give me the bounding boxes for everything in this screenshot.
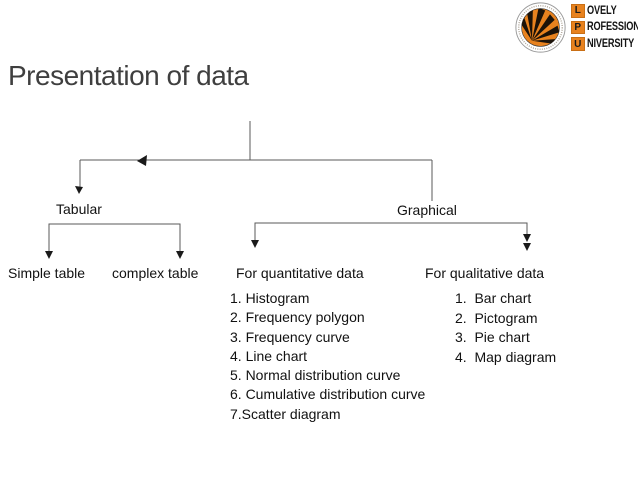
word-university: NIVERSITY — [586, 38, 634, 51]
list-item: 3. Pie chart — [455, 329, 530, 346]
list-item: 5. Normal distribution curve — [230, 367, 401, 384]
node-qualitative-data: For qualitative data — [425, 265, 545, 281]
arrowhead-qualitative-2 — [523, 243, 531, 251]
arrowhead-simple-table — [45, 251, 53, 259]
node-tabular: Tabular — [56, 201, 102, 217]
university-logo: L OVELY P ROFESSIONAL U NIVERSITY — [514, 1, 638, 55]
qualitative-list: 1. Bar chart 2. Pictogram 3. Pie chart 4… — [455, 289, 556, 367]
list-item: 1. Histogram — [230, 290, 310, 306]
university-emblem-icon — [515, 2, 566, 53]
page-title: Presentation of data — [8, 60, 249, 91]
list-item: 4. Line chart — [230, 347, 308, 364]
list-item: 6. Cumulative distribution curve — [230, 386, 426, 403]
arrowhead-complex-table — [176, 251, 184, 259]
list-item: 4. Map diagram — [455, 348, 557, 365]
university-wordmark: L OVELY P ROFESSIONAL U NIVERSITY — [571, 4, 638, 54]
node-graphical: Graphical — [397, 202, 457, 218]
letter-box-u: U — [571, 37, 585, 51]
arrowhead-tabular — [75, 186, 83, 194]
node-quantitative-data: For quantitative data — [236, 265, 364, 281]
list-item: 7.Scatter diagram — [230, 405, 341, 422]
wordmark-row-lovely: L OVELY — [571, 4, 638, 18]
list-item: 1. Bar chart — [455, 290, 532, 306]
word-lovely: OVELY — [586, 4, 617, 17]
letter-box-l: L — [571, 4, 585, 18]
node-complex-table: complex table — [112, 265, 199, 281]
arrowhead-mid-left — [137, 155, 147, 166]
word-professional: ROFESSIONAL — [586, 21, 638, 34]
node-simple-table: Simple table — [8, 265, 86, 281]
list-item: 2. Pictogram — [455, 309, 538, 326]
quantitative-list: 1. Histogram 2. Frequency polygon 3. Fre… — [230, 289, 425, 424]
arrowhead-qualitative-1 — [523, 234, 531, 242]
wordmark-row-professional: P ROFESSIONAL — [571, 20, 638, 35]
wordmark-row-university: U NIVERSITY — [571, 37, 638, 51]
arrowhead-quantitative — [251, 240, 259, 248]
list-item: 2. Frequency polygon — [230, 309, 365, 326]
list-item: 3. Frequency curve — [230, 328, 350, 345]
letter-box-p: P — [571, 20, 585, 35]
